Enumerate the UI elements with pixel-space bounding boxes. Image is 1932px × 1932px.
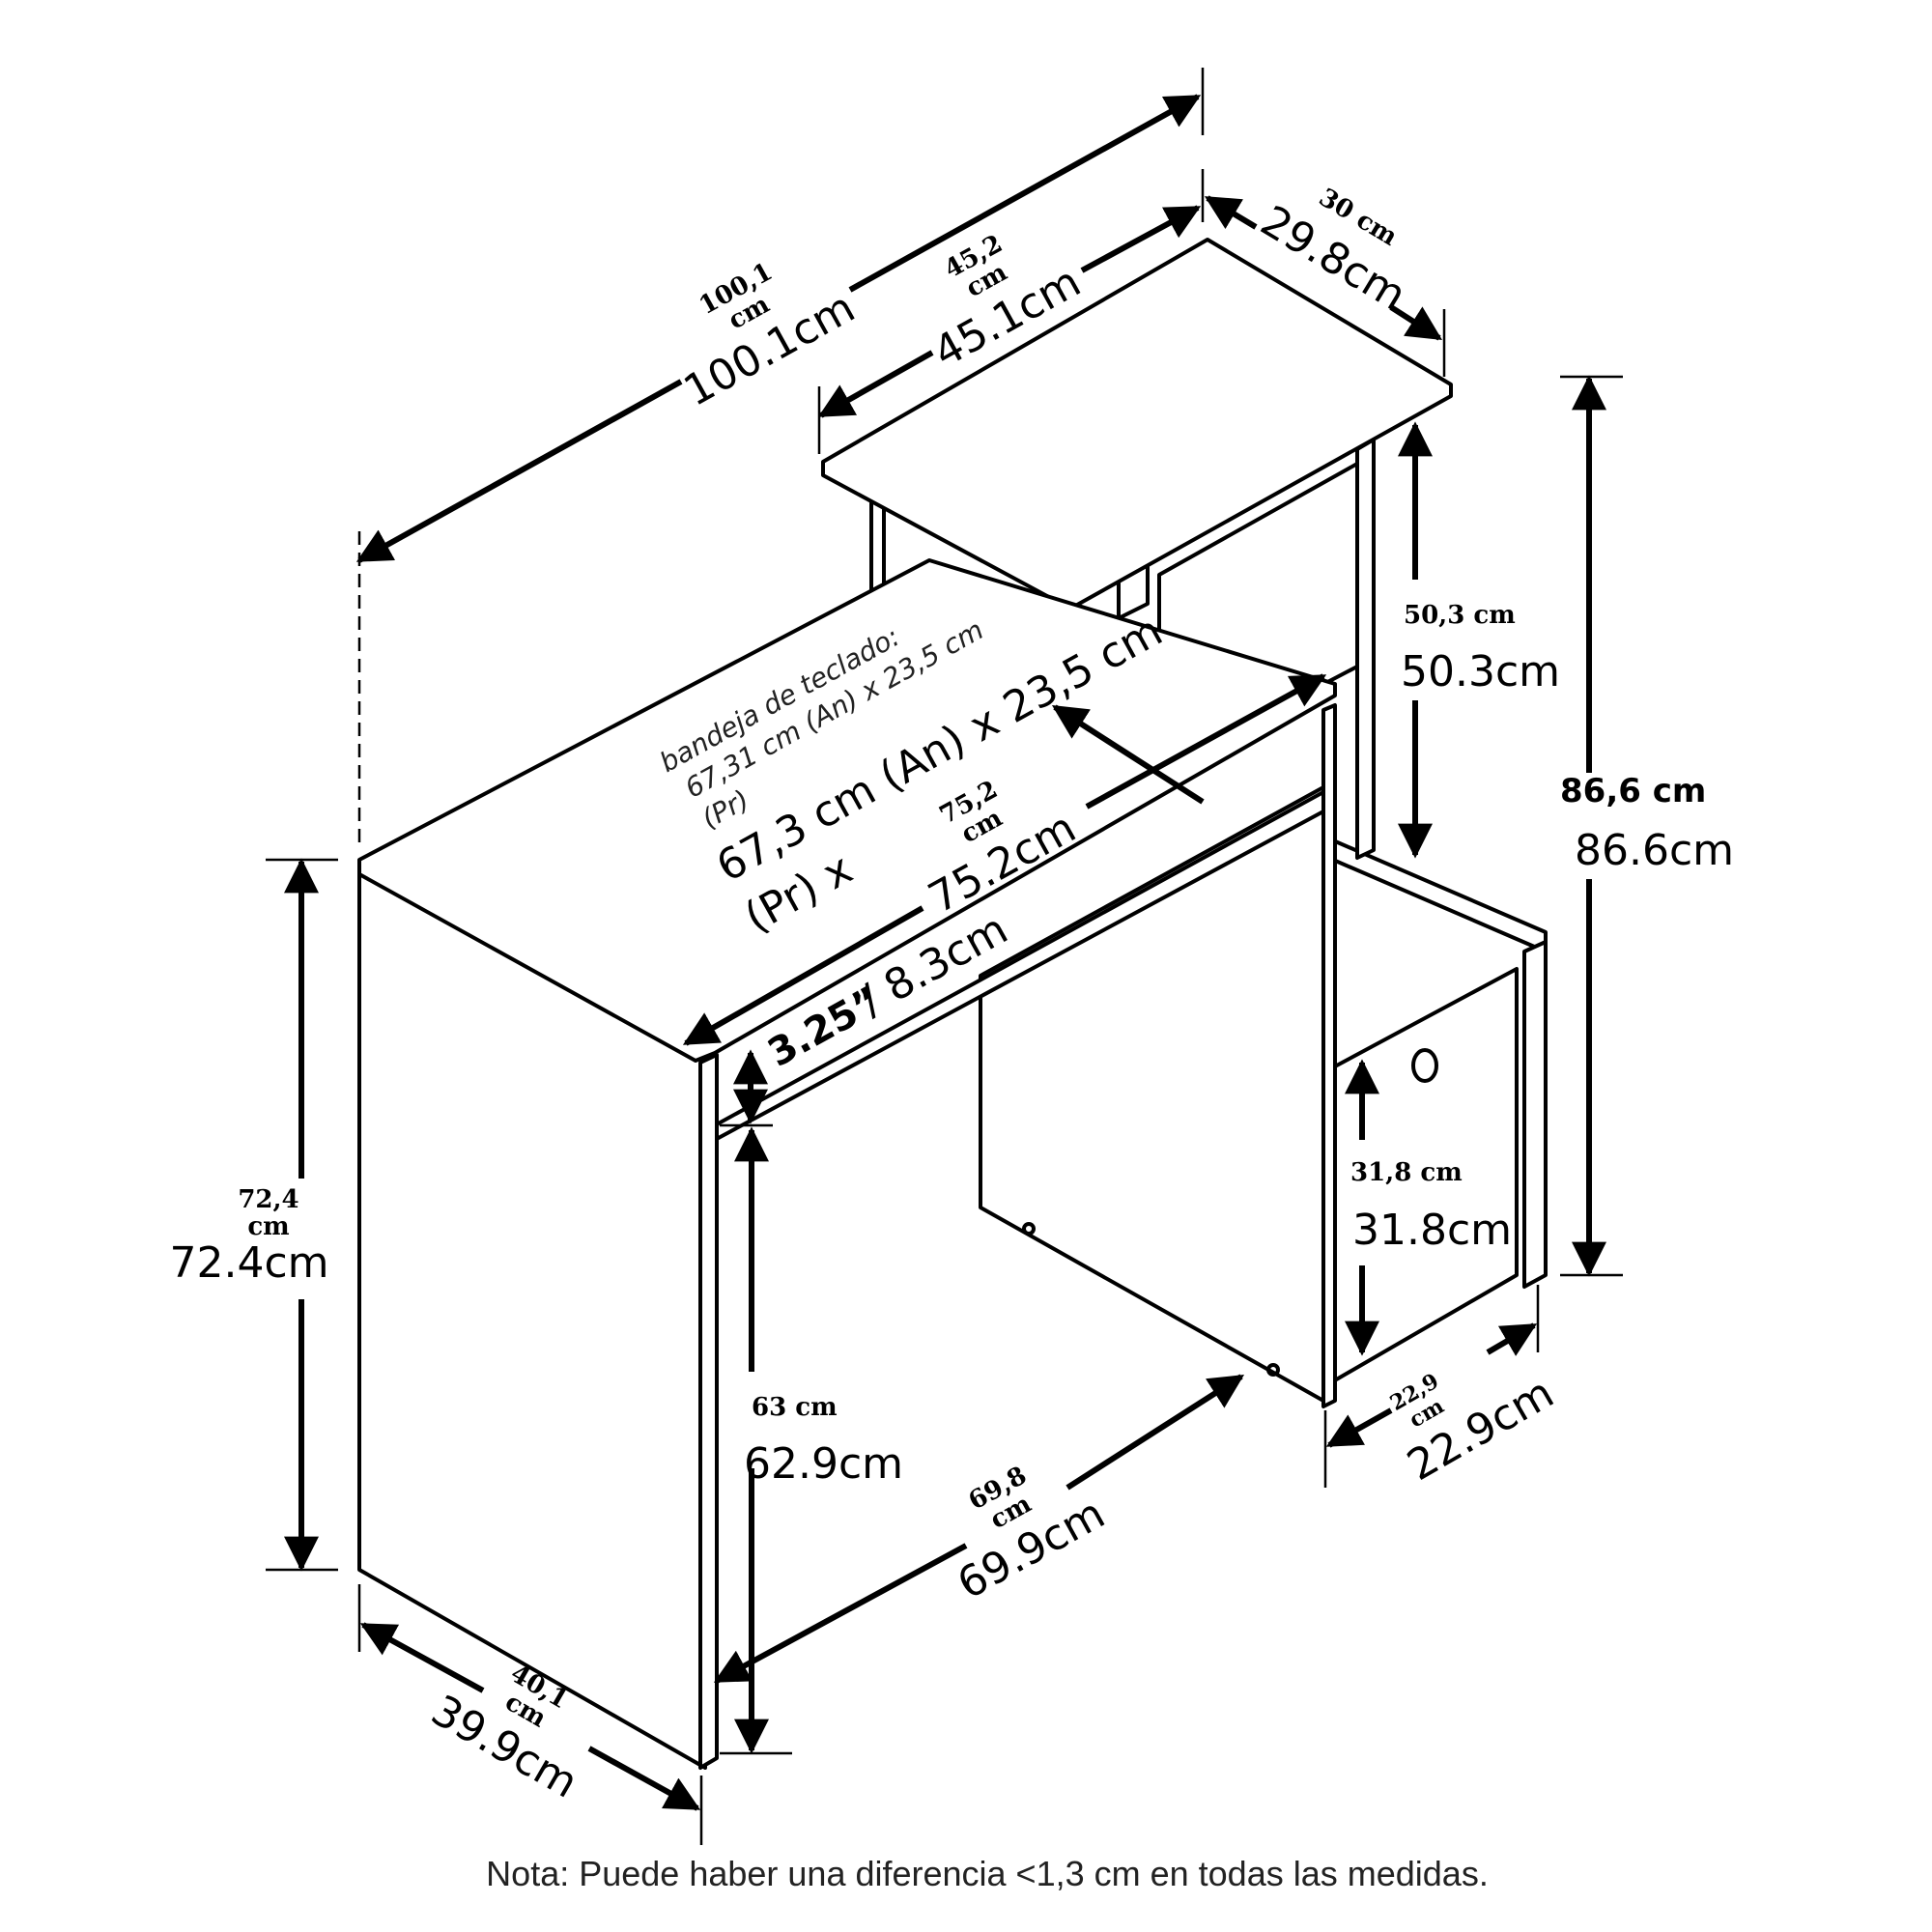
desk-top: [357, 558, 1337, 1063]
total-height-value: 86.6cm: [1575, 826, 1734, 875]
knee-height-metric: 63 cm: [752, 1393, 838, 1422]
measurement-note: Nota: Puede haber una diferencia <1,3 cm…: [486, 1854, 1489, 1893]
right-desk-leg: [1321, 703, 1337, 1408]
desk-height-metric: 72,4: [238, 1185, 298, 1214]
cabinet-side: [1522, 940, 1548, 1289]
leg-foot: [1266, 1363, 1280, 1377]
dimension-lines: [266, 68, 1623, 1845]
cabinet-height-value: 31.8cm: [1352, 1206, 1512, 1255]
cabinet-handle-icon: [1411, 1048, 1438, 1083]
shelf-rear-post: [1355, 438, 1376, 860]
leg-foot: [1022, 1222, 1036, 1236]
desk-height-value: 72.4cm: [169, 1238, 328, 1288]
knee-height-value: 62.9cm: [744, 1439, 903, 1489]
cabinet-top: [1331, 838, 1548, 953]
desk-drawing: [357, 238, 1548, 1770]
total-height-metric: 86,6 cm: [1560, 772, 1706, 810]
desk-height-unit: cm: [247, 1212, 289, 1241]
left-desk-leg: [698, 1053, 719, 1770]
modesty-panel: [979, 785, 1325, 1403]
shelf-height-metric: 50,3 cm: [1404, 601, 1516, 630]
shelf-height-value: 50.3cm: [1401, 647, 1560, 696]
cabinet-height-metric: 31,8 cm: [1350, 1158, 1463, 1187]
upper-shelf-top: [821, 238, 1453, 611]
